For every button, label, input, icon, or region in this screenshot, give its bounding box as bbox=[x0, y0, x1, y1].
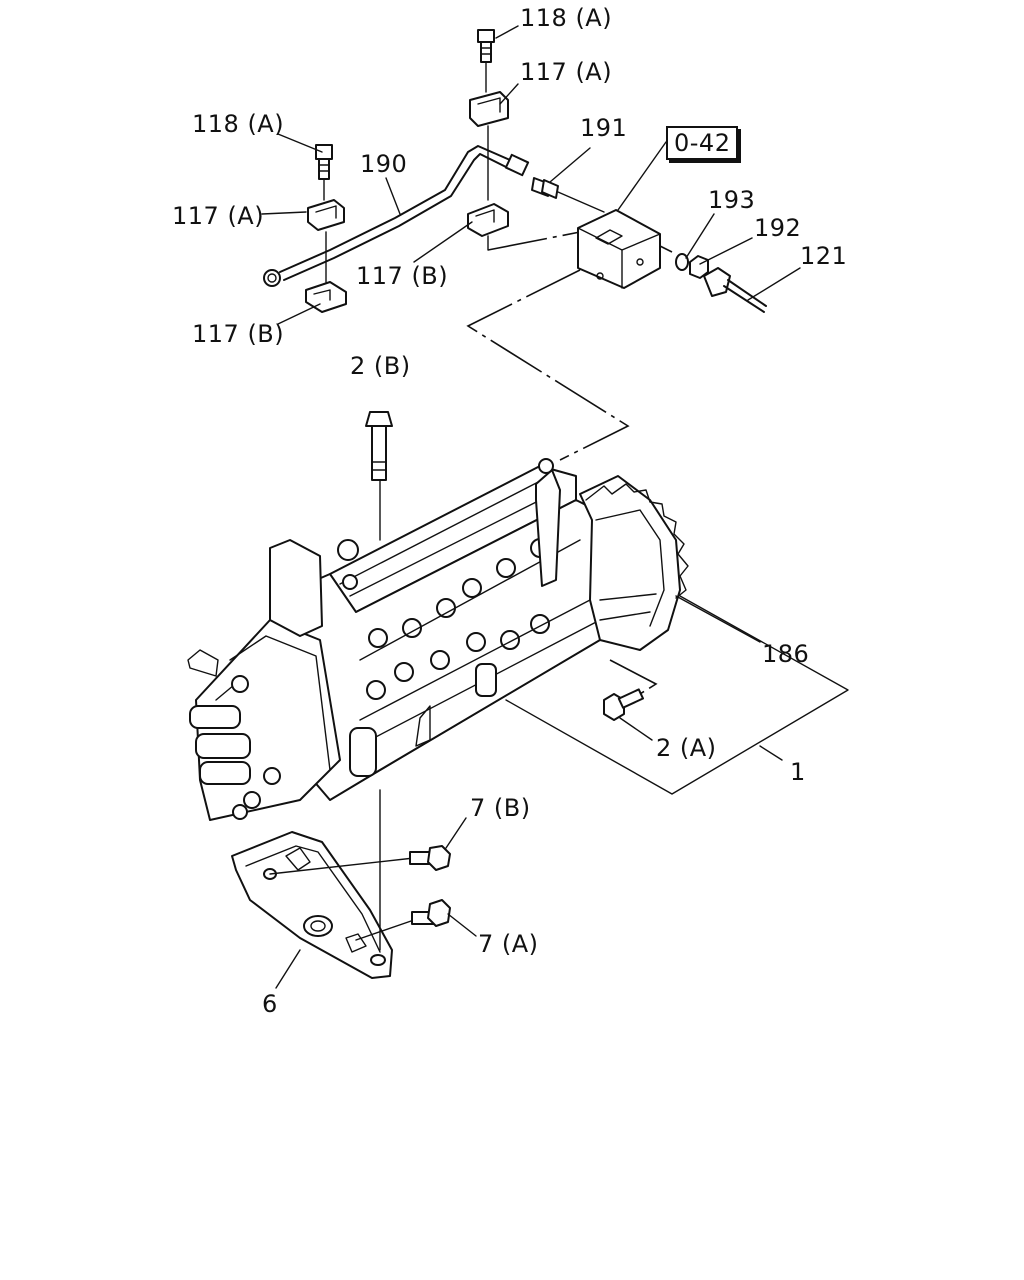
sensor-121[interactable] bbox=[703, 267, 767, 313]
label-2b: 2 (B) bbox=[350, 352, 411, 380]
pipe-190[interactable] bbox=[263, 145, 530, 287]
leader-lines bbox=[261, 25, 801, 989]
label-117b-mid: 117 (B) bbox=[356, 262, 449, 290]
label-192: 192 bbox=[754, 214, 802, 242]
label-2a: 2 (A) bbox=[656, 734, 717, 762]
bolt-118a-top[interactable] bbox=[477, 29, 495, 63]
bolt-7b[interactable] bbox=[409, 845, 451, 871]
label-117a-top: 117 (A) bbox=[520, 58, 613, 86]
clamp-117b-left[interactable] bbox=[305, 281, 347, 313]
label-117b-left: 117 (B) bbox=[192, 320, 285, 348]
timer-gear-186[interactable] bbox=[579, 475, 689, 651]
block-0-42[interactable] bbox=[577, 209, 661, 289]
bolt-118a-left[interactable] bbox=[315, 144, 333, 180]
fitting-191[interactable] bbox=[531, 177, 605, 213]
label-186: 186 bbox=[762, 640, 810, 668]
bolt-2a[interactable] bbox=[603, 688, 644, 721]
label-1: 1 bbox=[790, 758, 806, 786]
clamp-117a-left[interactable] bbox=[307, 199, 345, 231]
label-191: 191 bbox=[580, 114, 628, 142]
clamp-117b-mid[interactable] bbox=[467, 203, 509, 237]
label-121: 121 bbox=[800, 242, 848, 270]
label-7a: 7 (A) bbox=[478, 930, 539, 958]
washer-193[interactable] bbox=[675, 253, 689, 271]
label-193: 193 bbox=[708, 186, 756, 214]
label-190: 190 bbox=[360, 150, 408, 178]
bolt-2b[interactable] bbox=[365, 411, 393, 481]
delivery-valves bbox=[366, 538, 550, 700]
label-6: 6 bbox=[262, 990, 278, 1018]
injection-pump[interactable] bbox=[187, 458, 601, 821]
label-118a-left: 118 (A) bbox=[192, 110, 285, 138]
label-ref-0-42: 0-42 bbox=[666, 126, 739, 160]
label-118a-top: 118 (A) bbox=[520, 4, 613, 32]
bracket-6[interactable] bbox=[231, 831, 393, 979]
clamp-117a-top[interactable] bbox=[469, 91, 509, 127]
label-7b: 7 (B) bbox=[470, 794, 531, 822]
bolt-7a[interactable] bbox=[411, 899, 451, 927]
label-117a-left: 117 (A) bbox=[172, 202, 265, 230]
